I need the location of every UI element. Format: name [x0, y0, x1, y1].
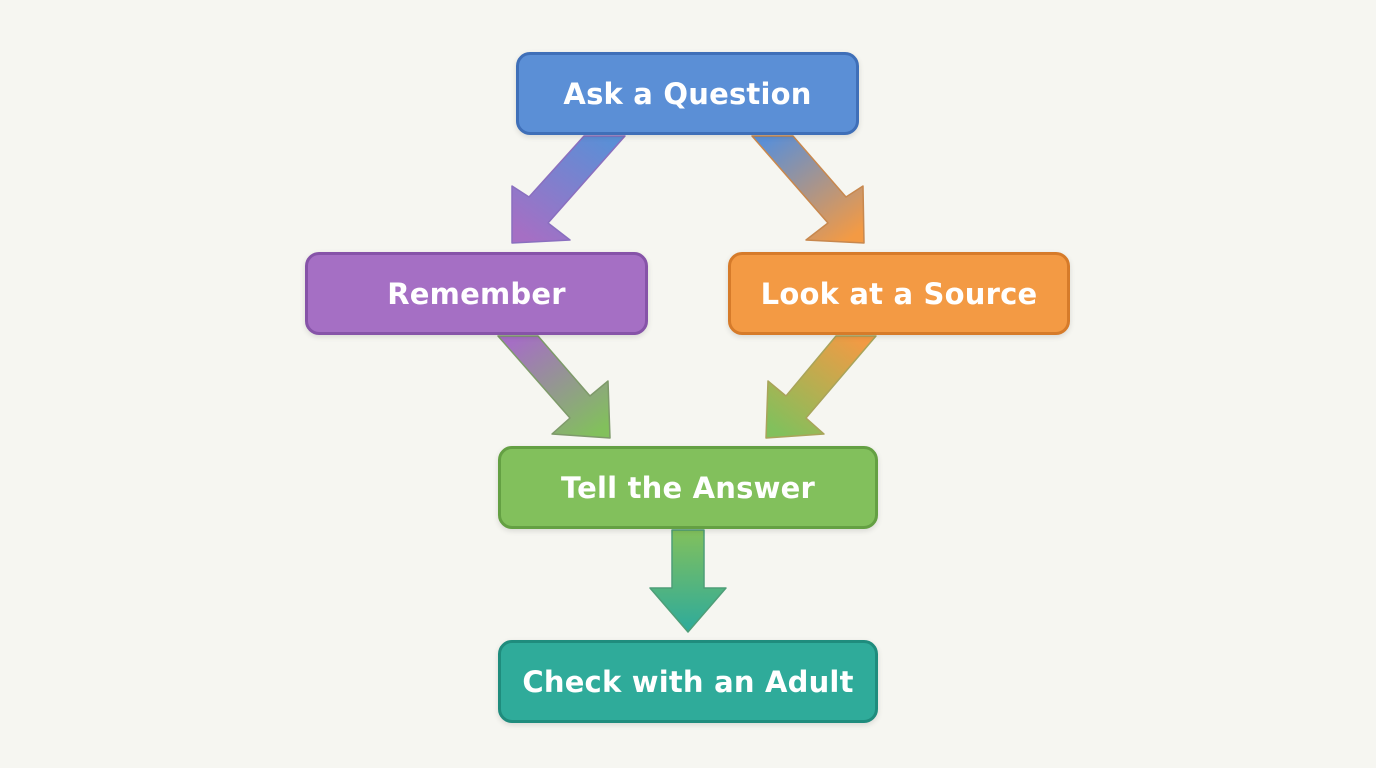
node-ask-a-question: Ask a Question [516, 52, 859, 135]
arrow-tell-to-check [649, 529, 727, 633]
arrow-ask-to-remember [511, 135, 626, 244]
arrow-ask-to-look [751, 135, 865, 244]
arrow-look-to-tell [765, 335, 877, 439]
node-tell-the-answer: Tell the Answer [498, 446, 878, 529]
node-look-at-a-source: Look at a Source [728, 252, 1070, 335]
node-check-with-an-adult: Check with an Adult [498, 640, 878, 723]
arrow-remember-to-tell [497, 335, 611, 439]
node-remember: Remember [305, 252, 648, 335]
